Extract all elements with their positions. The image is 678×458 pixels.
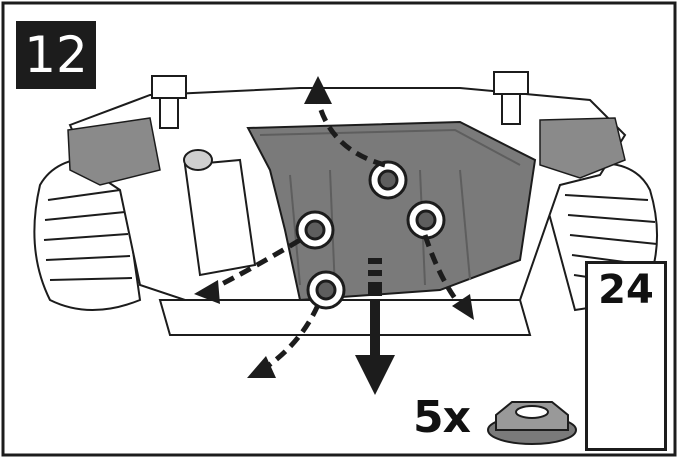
step-number: 12	[24, 26, 88, 84]
tool-size-label: 24	[598, 267, 654, 313]
arrowheads	[194, 76, 474, 378]
left-bracket	[67, 117, 161, 186]
bolt-left-upper	[295, 210, 335, 250]
right-bracket	[539, 117, 626, 179]
bolt-top	[368, 160, 408, 200]
right-mount	[493, 71, 529, 125]
muffler	[183, 149, 257, 277]
flange-nut-icon	[487, 401, 577, 445]
step-number-badge: 12	[16, 21, 96, 89]
underbody-shield	[246, 120, 537, 302]
drop-arrow	[355, 258, 395, 395]
bolt-left-lower	[306, 270, 346, 310]
fastener-quantity: 5x	[413, 392, 471, 443]
left-mount	[151, 75, 187, 129]
tool-callout: 24	[585, 261, 667, 451]
bolt-right	[406, 200, 446, 240]
